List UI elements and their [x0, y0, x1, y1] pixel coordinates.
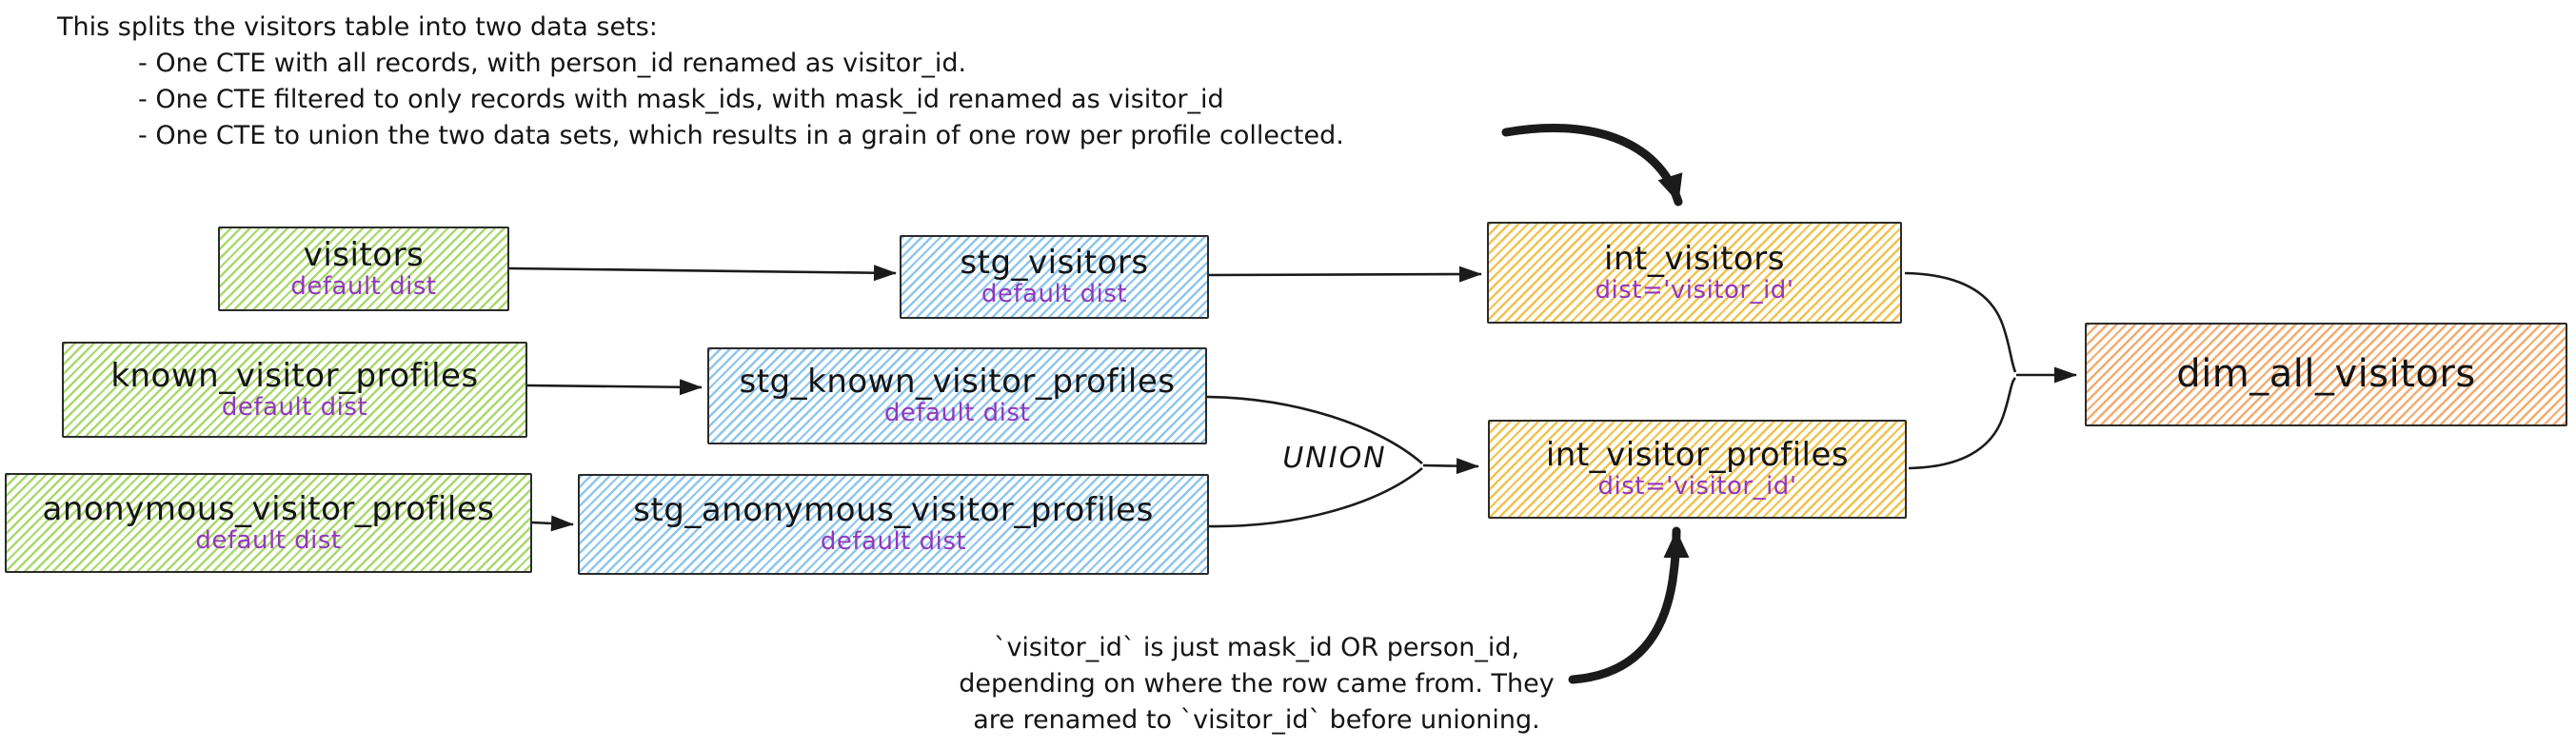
annotation-line-1: `visitor_id` is just mask_id OR person_i… — [993, 633, 1520, 662]
node-subtitle: default dist — [981, 280, 1128, 309]
edge-stg-known-to-union[interactable] — [1206, 395, 1423, 464]
node-subtitle: dist='visitor_id' — [1595, 275, 1794, 305]
top-annotation[interactable]: This splits the visitors table into two … — [57, 10, 1344, 154]
annotation-intro-line: This splits the visitors table into two … — [57, 12, 658, 42]
node-title: stg_anonymous_visitor_profiles — [633, 491, 1154, 530]
edge-stg-anon-to-union[interactable] — [1208, 466, 1423, 528]
node-subtitle: default dist — [290, 271, 437, 301]
node-title: dim_all_visitors — [2176, 352, 2476, 397]
annotation-line-3: are renamed to `visitor_id` before union… — [973, 705, 1540, 735]
node-stg-known-visitor-profiles[interactable]: stg_known_visitor_profiles default dist — [707, 347, 1207, 444]
node-stg-anonymous-visitor-profiles[interactable]: stg_anonymous_visitor_profiles default d… — [578, 474, 1209, 575]
node-subtitle: dist='visitor_id' — [1597, 472, 1797, 502]
node-title: anonymous_visitor_profiles — [42, 489, 495, 528]
node-subtitle: default dist — [221, 392, 368, 422]
edge-int-visitors-to-merge[interactable] — [1904, 271, 2017, 373]
edge-known-to-stg-known[interactable] — [526, 379, 703, 396]
node-subtitle: default dist — [820, 527, 967, 557]
node-subtitle: default dist — [195, 525, 342, 555]
node-title: int_visitors — [1604, 239, 1785, 278]
node-known-visitor-profiles[interactable]: known_visitor_profiles default dist — [62, 342, 527, 438]
edge-visitors-to-stg-visitors[interactable] — [508, 265, 897, 282]
union-label[interactable]: UNION — [1282, 442, 1387, 475]
node-title: stg_visitors — [960, 244, 1149, 283]
annotation-bullet-1: - One CTE with all records, with person_… — [138, 49, 967, 78]
node-title: int_visitor_profiles — [1545, 436, 1850, 475]
annotation-line-2: depending on where the row came from. Th… — [959, 669, 1555, 699]
annotation-bullet-2: - One CTE filtered to only records with … — [138, 85, 1224, 114]
node-dim-all-visitors[interactable]: dim_all_visitors — [2085, 323, 2567, 426]
node-anonymous-visitor-profiles[interactable]: anonymous_visitor_profiles default dist — [5, 473, 532, 573]
node-visitors[interactable]: visitors default dist — [218, 227, 509, 311]
edge-stg-visitors-to-int-visitors[interactable] — [1208, 266, 1482, 283]
node-title: visitors — [303, 235, 425, 274]
node-stg-visitors[interactable]: stg_visitors default dist — [900, 235, 1209, 319]
node-title: stg_known_visitor_profiles — [739, 363, 1176, 402]
bottom-annotation[interactable]: `visitor_id` is just mask_id OR person_i… — [904, 630, 1609, 739]
edge-anon-to-stg-anon[interactable] — [531, 515, 574, 532]
node-int-visitors[interactable]: int_visitors dist='visitor_id' — [1487, 222, 1902, 324]
bottom-annotation-arrow[interactable] — [1568, 526, 1690, 684]
top-annotation-arrow[interactable] — [1501, 124, 1683, 207]
edge-union-to-int-visitor-profiles[interactable] — [1422, 458, 1479, 475]
node-int-visitor-profiles[interactable]: int_visitor_profiles dist='visitor_id' — [1488, 420, 1907, 519]
node-subtitle: default dist — [883, 399, 1031, 428]
annotation-bullet-3: - One CTE to union the two data sets, wh… — [138, 121, 1344, 150]
edge-int-visitor-profiles-to-merge[interactable] — [1908, 377, 2017, 470]
node-title: known_visitor_profiles — [110, 356, 479, 395]
